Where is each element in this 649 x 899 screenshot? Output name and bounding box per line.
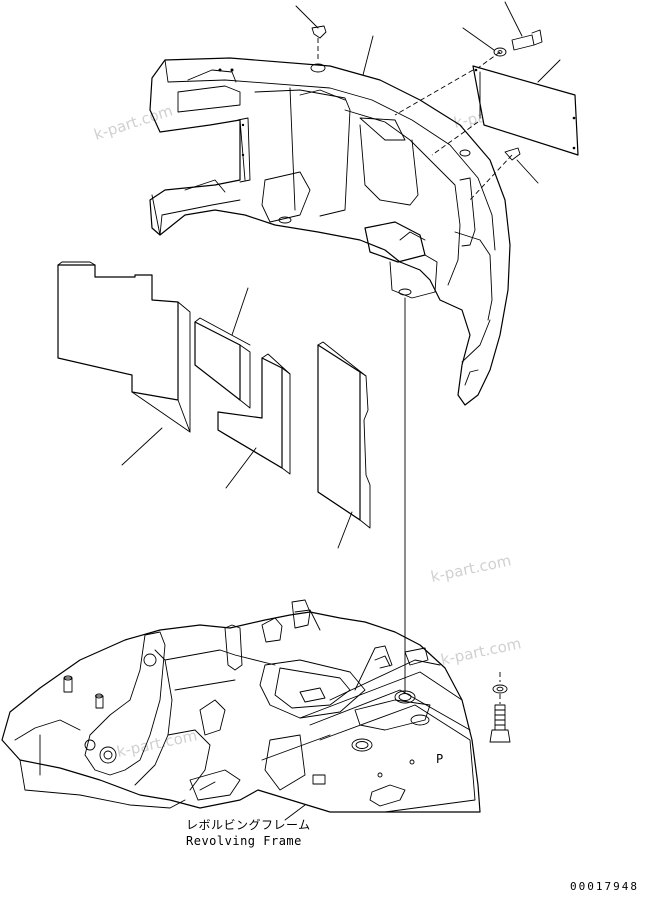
leader-lines-upper <box>295 1 561 184</box>
plug-right <box>504 147 521 161</box>
upper-cover-assembly <box>149 25 579 406</box>
pad-large-left <box>57 261 191 433</box>
watermark-group: k-part.com k-part.com k-part.com k-part.… <box>92 97 536 761</box>
watermark: k-part.com <box>439 634 523 669</box>
watermark: k-part.com <box>92 101 175 143</box>
watermark: k-part.com <box>429 551 513 586</box>
frame-label-japanese: レボルビングフレーム <box>186 818 311 832</box>
pad-tall-right <box>317 341 371 529</box>
bolt-lower <box>489 704 511 743</box>
bolt <box>493 29 543 57</box>
plug-top <box>311 25 327 39</box>
washer-lower <box>492 684 508 694</box>
leader-lines-pads <box>121 287 353 549</box>
leader-frame <box>284 804 306 821</box>
frame-marking: P <box>436 752 443 766</box>
frame-label-english: Revolving Frame <box>186 834 302 848</box>
revolving-frame <box>1 599 481 813</box>
pad-small-slanted <box>194 317 251 409</box>
drawing-number: 00017948 <box>570 880 639 893</box>
pad-l-shape <box>217 353 291 475</box>
